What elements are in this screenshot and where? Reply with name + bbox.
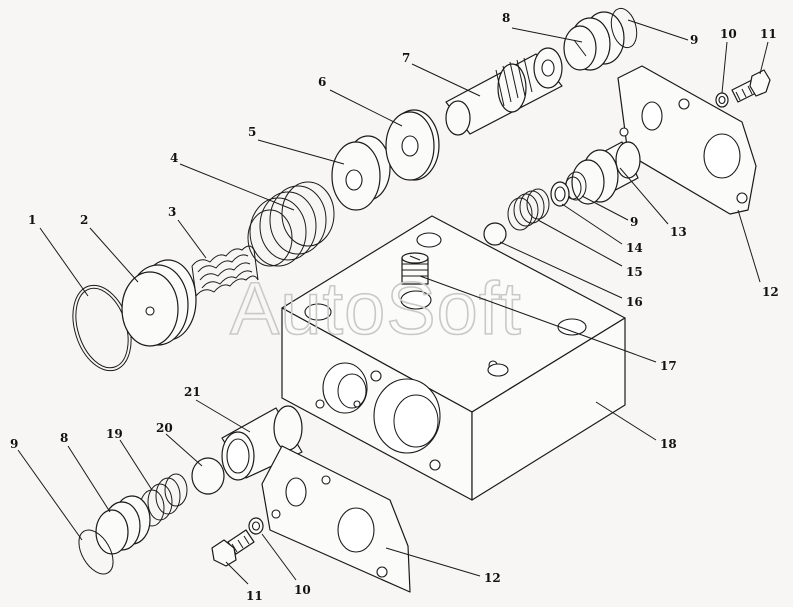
spring-large <box>247 181 335 267</box>
callout-18: 18 <box>660 437 677 451</box>
piston <box>121 259 197 347</box>
bolt-top <box>731 69 771 103</box>
washer-small-bottom <box>248 517 264 535</box>
spool <box>445 47 563 136</box>
washer-small-top <box>715 92 729 108</box>
callout-12-bottom: 12 <box>484 571 501 585</box>
callout-9-bottom: 9 <box>10 437 18 451</box>
callout-8-top: 8 <box>502 11 510 25</box>
callout-21: 21 <box>184 385 201 399</box>
o-ring-small <box>550 181 570 207</box>
washer <box>385 109 440 181</box>
watermark-text: AutoSoft <box>230 267 522 350</box>
callout-4: 4 <box>170 151 178 165</box>
callout-3: 3 <box>168 205 176 219</box>
spring-seat <box>331 135 391 211</box>
spring-check <box>507 188 550 231</box>
callout-9-mid: 9 <box>630 215 638 229</box>
leader-lines <box>17 19 769 585</box>
callout-17: 17 <box>660 359 677 373</box>
sleeve <box>571 141 641 205</box>
end-plug-top <box>563 11 625 71</box>
bolt-bottom <box>211 529 255 567</box>
screw-plug <box>401 252 429 285</box>
snap-ring-top <box>610 7 638 49</box>
callout-10-top: 10 <box>720 27 737 41</box>
callout-13: 13 <box>670 225 687 239</box>
callout-20: 20 <box>156 421 173 435</box>
cover-plate-top <box>617 65 757 215</box>
snap-ring-bottom <box>78 529 114 575</box>
callout-12-top: 12 <box>762 285 779 299</box>
callout-1: 1 <box>28 213 36 227</box>
callout-16: 16 <box>626 295 643 309</box>
callout-11-top: 11 <box>760 27 777 41</box>
end-plug-bottom <box>95 495 151 555</box>
callout-labels: 1 2 3 4 5 6 7 8 9 10 11 12 13 9 14 15 16… <box>10 11 779 603</box>
cover-plate-bottom <box>261 445 411 593</box>
callout-2: 2 <box>80 213 88 227</box>
callout-15: 15 <box>626 265 643 279</box>
disc-seal <box>191 457 225 495</box>
valve-body <box>281 215 626 501</box>
callout-8-bottom: 8 <box>60 431 68 445</box>
callout-6: 6 <box>318 75 326 89</box>
callout-11-bottom: 11 <box>246 589 263 603</box>
callout-5: 5 <box>248 125 256 139</box>
callout-10-bottom: 10 <box>294 583 311 597</box>
spring-small <box>191 245 259 297</box>
check-ball <box>483 222 507 246</box>
callout-14: 14 <box>626 241 643 255</box>
callout-7: 7 <box>402 51 410 65</box>
callout-19: 19 <box>106 427 123 441</box>
callout-9-top: 9 <box>690 33 698 47</box>
